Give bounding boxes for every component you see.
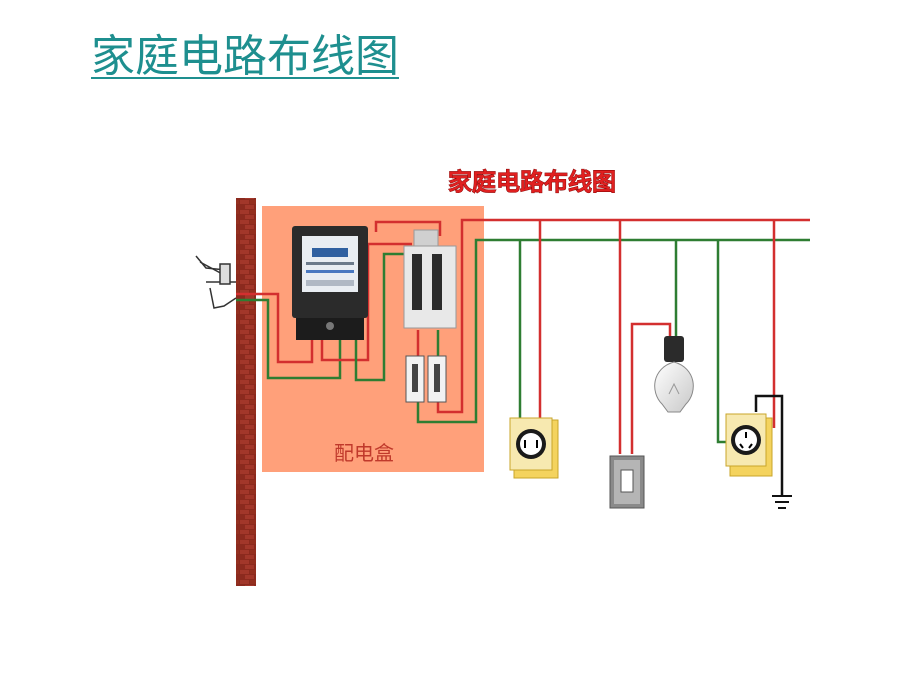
socket-icon	[509, 417, 559, 479]
three-pin-socket-icon	[725, 413, 773, 477]
knife-switch-icon	[403, 229, 457, 329]
brick-wall	[236, 198, 256, 586]
electric-meter-icon	[292, 226, 368, 340]
branch-wiring	[518, 220, 784, 496]
service-entrance-icon	[195, 255, 237, 309]
light-bulb-icon	[654, 336, 694, 413]
slide-title: 家庭电路布线图	[91, 31, 399, 82]
box-wiring	[236, 218, 810, 424]
wall-switch-icon	[609, 455, 645, 509]
diagram-title: 家庭电路布线图	[448, 168, 616, 196]
ground-symbol-icon	[772, 495, 792, 509]
distribution-box-label: 配电盒	[334, 441, 394, 465]
fuse-icon	[405, 355, 447, 403]
